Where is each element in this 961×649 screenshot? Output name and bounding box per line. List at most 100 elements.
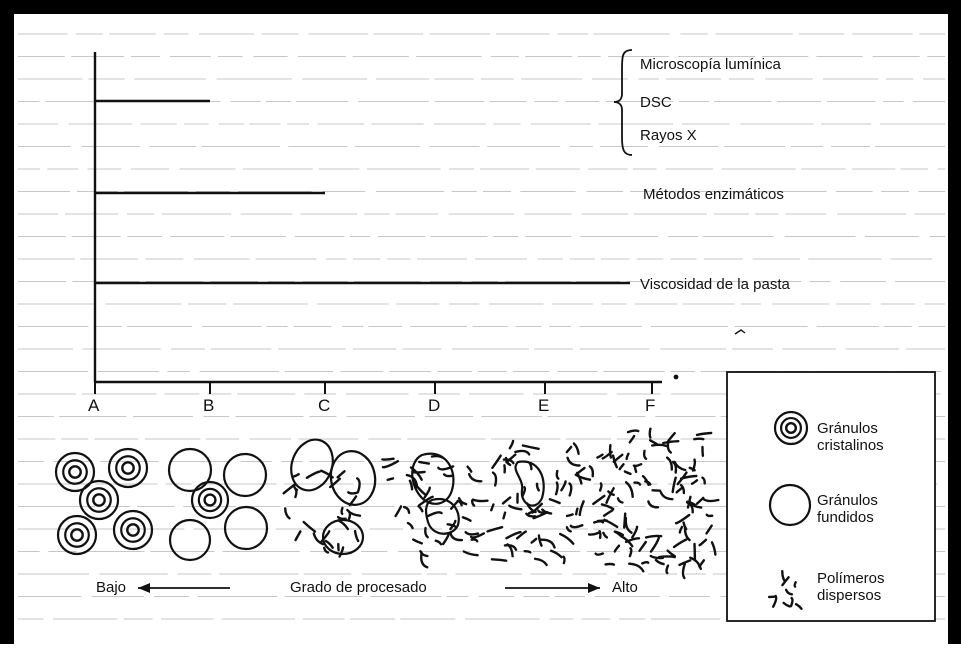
polymer-fragment	[615, 546, 619, 552]
polymer-fragment	[493, 473, 496, 486]
polymer-fragment	[626, 538, 639, 542]
processing-axis-title: Grado de procesado	[290, 579, 427, 596]
polymer-fragment	[526, 514, 535, 517]
stage-f-granules	[589, 429, 718, 578]
stage-d-granules	[382, 454, 487, 568]
legend-crystalline-line2: cristalinos	[817, 437, 884, 454]
polymer-fragment	[712, 542, 715, 554]
polymer-fragment	[673, 478, 676, 492]
technique-xray: Rayos X	[640, 127, 697, 144]
polymer-fragment	[523, 446, 539, 449]
polymer-fragment	[567, 514, 573, 516]
legend-gelatinized-line1: Gránulos	[817, 492, 878, 509]
polymer-fragment	[656, 560, 664, 564]
technique-viscosity: Viscosidad de la pasta	[640, 276, 790, 293]
polymer-fragment	[625, 472, 631, 474]
polymer-fragment	[600, 531, 601, 538]
gelatinized-granule	[225, 507, 267, 549]
polymer-fragment	[432, 456, 442, 457]
left-arrow-head	[138, 583, 150, 593]
polymer-fragment	[795, 582, 796, 586]
polymer-fragment	[663, 441, 678, 443]
polymer-fragment	[642, 562, 648, 563]
polymer-fragment	[419, 506, 423, 511]
polymer-fragment	[652, 445, 666, 446]
granule-ring	[116, 456, 140, 480]
polymer-fragment	[472, 539, 478, 541]
stage-c-granules	[284, 434, 380, 557]
polymer-fragment	[285, 508, 289, 518]
stage-label-d: D	[428, 396, 440, 415]
polymer-fragment	[567, 447, 571, 452]
polymer-fragment	[413, 540, 422, 544]
polymer-fragment	[603, 533, 607, 538]
scan-speck	[735, 330, 745, 334]
polymer-fragment	[697, 498, 703, 504]
top-border	[0, 0, 961, 14]
polymer-fragment	[342, 508, 343, 514]
polymer-fragment	[355, 531, 358, 541]
polymer-fragment	[535, 559, 547, 565]
polymer-fragment	[574, 444, 579, 454]
polymer-fragment	[626, 518, 632, 533]
polymer-fragment	[388, 478, 393, 480]
scan-speck	[674, 375, 679, 380]
polymer-fragment	[561, 481, 565, 490]
polymer-fragment	[635, 467, 636, 472]
technique-dsc: DSC	[640, 94, 672, 111]
polymer-fragment	[680, 527, 682, 533]
polymer-fragment	[451, 533, 462, 540]
polymer-fragment	[627, 454, 629, 459]
polymer-fragment	[382, 459, 393, 460]
polymer-fragment	[541, 540, 555, 548]
granule-ring	[87, 488, 111, 512]
polymer-fragment	[307, 472, 320, 478]
granule-ring	[205, 495, 216, 506]
polymer-fragment	[503, 498, 510, 504]
polymer-fragment	[640, 542, 646, 551]
polymer-fragment	[604, 510, 612, 515]
legend-crystalline-line1: Gránulos	[817, 420, 878, 437]
polymer-fragment	[349, 512, 350, 519]
polymer-fragment	[590, 466, 593, 476]
granule-ring	[71, 529, 82, 540]
polymer-fragment	[419, 462, 429, 464]
crystalline-granule	[192, 482, 228, 518]
polymer-fragment	[694, 439, 703, 440]
polymer-fragment	[504, 513, 506, 519]
polymer-fragment	[620, 464, 624, 469]
technique-microscopy: Microscopía lumínica	[640, 56, 782, 73]
crystalline-granule	[109, 449, 147, 487]
polymer-fragment	[624, 514, 625, 528]
polymer-fragment	[469, 474, 481, 481]
crystalline-granule	[114, 511, 152, 549]
gelatinized-granule	[169, 449, 211, 491]
polymer-fragment	[596, 554, 603, 555]
polymer-fragment	[628, 431, 638, 433]
polymer-fragment	[594, 521, 603, 522]
polymer-fragment	[383, 461, 398, 467]
legend-dispersed-line1: Polímeros	[817, 570, 885, 587]
polymer-fragment	[473, 500, 488, 501]
polymer-fragment	[468, 467, 472, 472]
polymer-fragment	[515, 451, 529, 454]
polymer-fragment	[707, 515, 713, 516]
polymer-fragment	[537, 484, 539, 491]
polymer-fragment	[683, 564, 685, 578]
polymer-fragment	[410, 481, 412, 490]
crystalline-granule	[58, 516, 96, 554]
polymer-fragment	[605, 520, 618, 527]
gelatinized-granule	[170, 520, 210, 560]
polymer-fragment	[704, 500, 718, 502]
polymer-fragment	[510, 441, 513, 448]
polymer-fragment	[576, 475, 590, 480]
technique-brace	[614, 50, 632, 155]
polymer-fragment	[338, 471, 345, 477]
granule-ring	[63, 460, 87, 484]
polymer-fragment	[700, 540, 706, 545]
polymer-fragment	[644, 451, 646, 459]
polymer-fragment	[570, 484, 572, 496]
